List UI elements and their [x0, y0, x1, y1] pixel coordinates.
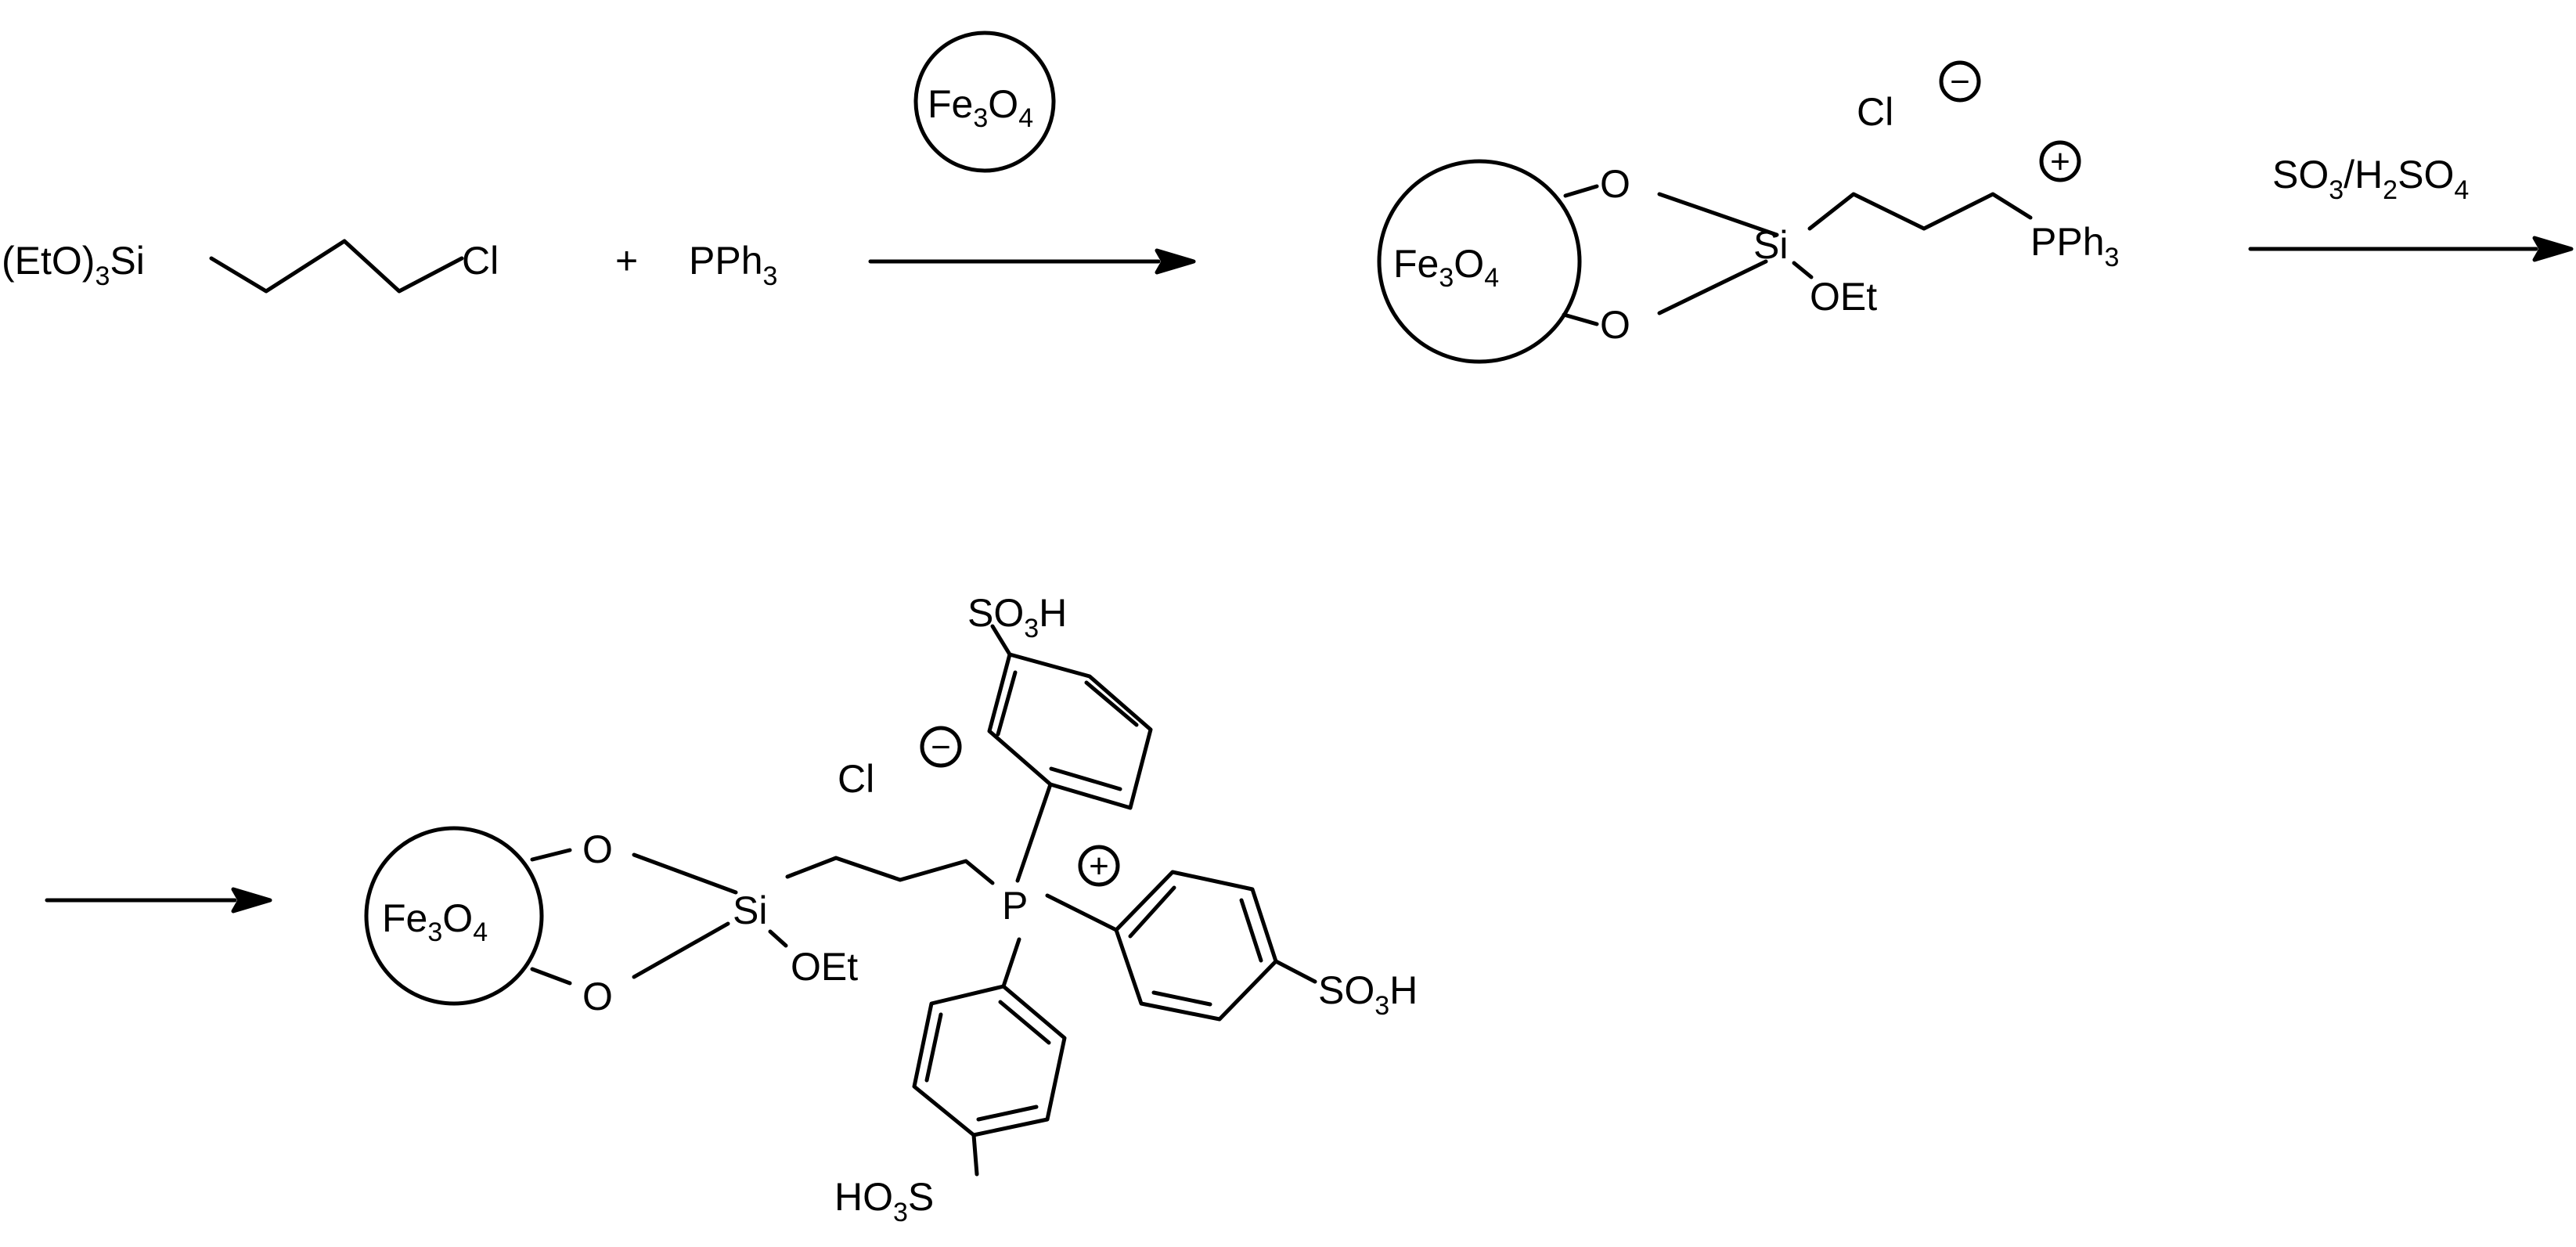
aryl-ring-right — [1114, 870, 1278, 1022]
oxygen-label-top-intermediate: O — [1600, 162, 1630, 206]
phosphorus-label-product: P — [1002, 884, 1028, 928]
propyl-chain-product — [785, 856, 995, 885]
aryl-ring-top-double-1 — [1049, 766, 1122, 791]
product-o-si-bond-bottom — [632, 921, 730, 979]
product-si-oet-bond — [768, 929, 788, 948]
sulfonic-acid-label-bottom: HO3S — [834, 1175, 934, 1227]
chloride-counterion-product: Cl — [838, 757, 874, 801]
oxygen-label-top-product: O — [582, 827, 613, 871]
fe3o4-particle-label-intermediate: Fe3O4 — [1393, 242, 1499, 293]
aryl-ring-top — [987, 652, 1153, 810]
aryl-ring-right-double-1 — [1151, 990, 1212, 1007]
oxygen-label-bottom-intermediate: O — [1600, 303, 1630, 347]
aryl-ring-right-double-3 — [1128, 885, 1176, 939]
chloro-label: Cl — [462, 239, 499, 283]
fe3o4-reagent-circle — [913, 31, 1056, 173]
sulfonic-acid-label-right: SO3H — [1318, 968, 1418, 1021]
ethoxy-label-intermediate: OEt — [1810, 275, 1877, 319]
fe3o4-reagent-label: Fe3O4 — [928, 82, 1033, 133]
reaction-arrow-1-head — [1155, 248, 1196, 275]
cation-charge-circle-product — [1078, 845, 1120, 887]
anion-charge-circle-intermediate — [1939, 60, 1981, 103]
p-top-ring-bond — [1015, 782, 1053, 883]
sulfonic-acid-label-top: SO3H — [967, 591, 1067, 643]
anion-charge-circle-product — [920, 726, 962, 768]
ethoxy-label-product: OEt — [791, 945, 858, 989]
triphenylphosphine-label: PPh3 — [689, 239, 777, 291]
aryl-ring-bottom-double-3 — [924, 1012, 943, 1083]
aryl-ring-top-s-bond — [990, 624, 1012, 657]
cation-sign-product: + — [1089, 847, 1109, 885]
fe3o4-particle-intermediate — [1377, 159, 1582, 364]
phosphonium-label-intermediate: PPh3 — [2030, 220, 2119, 272]
p-right-ring-bond — [1045, 893, 1119, 932]
product-particle-o-bond-top — [530, 848, 572, 862]
silicon-label-intermediate: Si — [1753, 223, 1788, 267]
aryl-ring-bottom — [912, 984, 1067, 1137]
sulfonation-reagent-label: SO3/H2SO4 — [2272, 153, 2469, 205]
chloride-counterion-intermediate: Cl — [1857, 90, 1893, 134]
propyl-chain-intermediate — [1807, 192, 2033, 231]
product-o-si-bond-top — [632, 852, 738, 895]
plus-sign: + — [615, 239, 638, 283]
aryl-ring-bottom-double-1 — [998, 1000, 1051, 1045]
reaction-arrow-2-head — [2532, 236, 2574, 262]
fe3o4-particle-label-product: Fe3O4 — [382, 896, 488, 947]
o-si-bond-top — [1657, 192, 1779, 237]
reaction-arrow-3-head — [231, 887, 272, 914]
fe3o4-particle-product — [364, 826, 544, 1006]
aryl-ring-right-double-2 — [1239, 898, 1263, 963]
reactant1-formula: (EtO)3Si — [2, 239, 145, 291]
cation-sign-intermediate: + — [2050, 142, 2070, 181]
aryl-ring-top-double-2 — [1084, 680, 1139, 727]
cation-charge-circle-intermediate — [2039, 140, 2081, 182]
oxygen-label-bottom-product: O — [582, 975, 613, 1018]
aryl-ring-bottom-double-2 — [976, 1105, 1039, 1122]
aryl-ring-right-s-bond — [1274, 959, 1317, 984]
particle-o-bond-bottom — [1562, 312, 1599, 326]
aryl-ring-bottom-s-bond — [971, 1133, 979, 1177]
silicon-label-product: Si — [733, 888, 767, 932]
particle-o-bond-top — [1563, 184, 1599, 198]
propyl-chain-bond — [209, 239, 464, 294]
anion-sign-product: − — [931, 728, 951, 766]
si-oet-bond — [1792, 261, 1814, 279]
anion-sign-intermediate: − — [1950, 63, 1970, 101]
aryl-ring-top-double-3 — [996, 670, 1018, 737]
product-particle-o-bond-bottom — [530, 967, 572, 986]
p-bottom-ring-bond — [1001, 937, 1021, 989]
o-si-bond-bottom — [1657, 259, 1768, 315]
